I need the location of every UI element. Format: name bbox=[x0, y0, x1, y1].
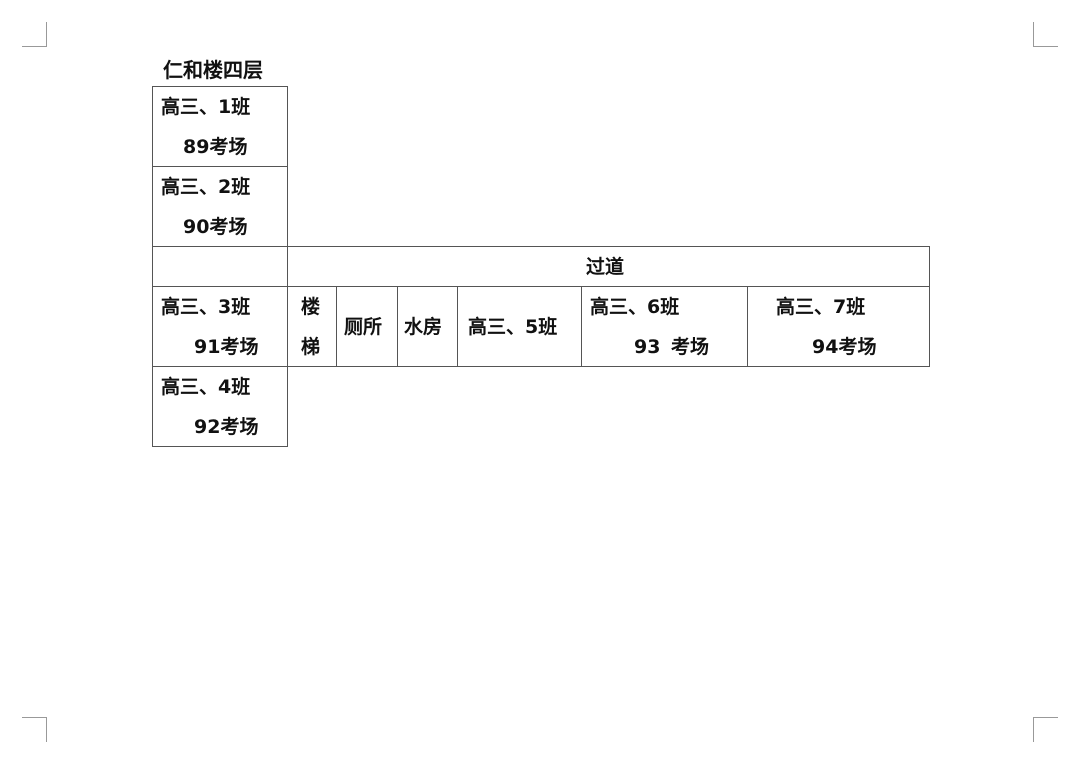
room-class-1: 高三、1班 89考场 bbox=[152, 86, 288, 167]
corner-mark-bl bbox=[46, 717, 47, 742]
class-label: 高三、1班 bbox=[161, 96, 251, 118]
corner-mark-tr bbox=[1033, 22, 1034, 47]
exam-room-label: 94考场 bbox=[812, 336, 877, 358]
water-room: 水房 bbox=[397, 286, 458, 367]
corner-mark-br bbox=[1033, 717, 1058, 718]
class-label: 高三、3班 bbox=[161, 296, 251, 318]
room-class-4: 高三、4班 92考场 bbox=[152, 366, 288, 447]
room-class-3: 高三、3班 91考场 bbox=[152, 286, 288, 367]
exam-room-label: 93 考场 bbox=[634, 336, 710, 358]
room-class-5: 高三、5班 bbox=[457, 286, 582, 367]
room-class-2: 高三、2班 90考场 bbox=[152, 166, 288, 247]
class-label: 高三、5班 bbox=[468, 316, 558, 338]
empty-cell bbox=[152, 246, 288, 287]
page-title: 仁和楼四层 bbox=[163, 58, 263, 82]
class-label: 高三、7班 bbox=[776, 296, 866, 318]
corner-mark-br bbox=[1033, 717, 1034, 742]
stairs: 楼 梯 bbox=[287, 286, 337, 367]
corner-mark-tl bbox=[46, 22, 47, 47]
toilet: 厕所 bbox=[336, 286, 398, 367]
stairs-label: 梯 bbox=[301, 336, 321, 358]
class-label: 高三、6班 bbox=[590, 296, 680, 318]
toilet-label: 厕所 bbox=[344, 316, 383, 338]
exam-room-label: 91考场 bbox=[194, 336, 259, 358]
corner-mark-tl bbox=[22, 46, 47, 47]
corridor: 过道 bbox=[287, 246, 930, 287]
stairs-label: 楼 bbox=[301, 296, 321, 318]
class-label: 高三、2班 bbox=[161, 176, 251, 198]
exam-room-label: 92考场 bbox=[194, 416, 259, 438]
room-class-6: 高三、6班 93 考场 bbox=[581, 286, 748, 367]
exam-room-label: 90考场 bbox=[183, 216, 248, 238]
corridor-label: 过道 bbox=[586, 256, 625, 278]
corner-mark-bl bbox=[22, 717, 47, 718]
room-class-7: 高三、7班 94考场 bbox=[747, 286, 930, 367]
corner-mark-tr bbox=[1033, 46, 1058, 47]
class-label: 高三、4班 bbox=[161, 376, 251, 398]
water-room-label: 水房 bbox=[404, 316, 443, 338]
exam-room-label: 89考场 bbox=[183, 136, 248, 158]
